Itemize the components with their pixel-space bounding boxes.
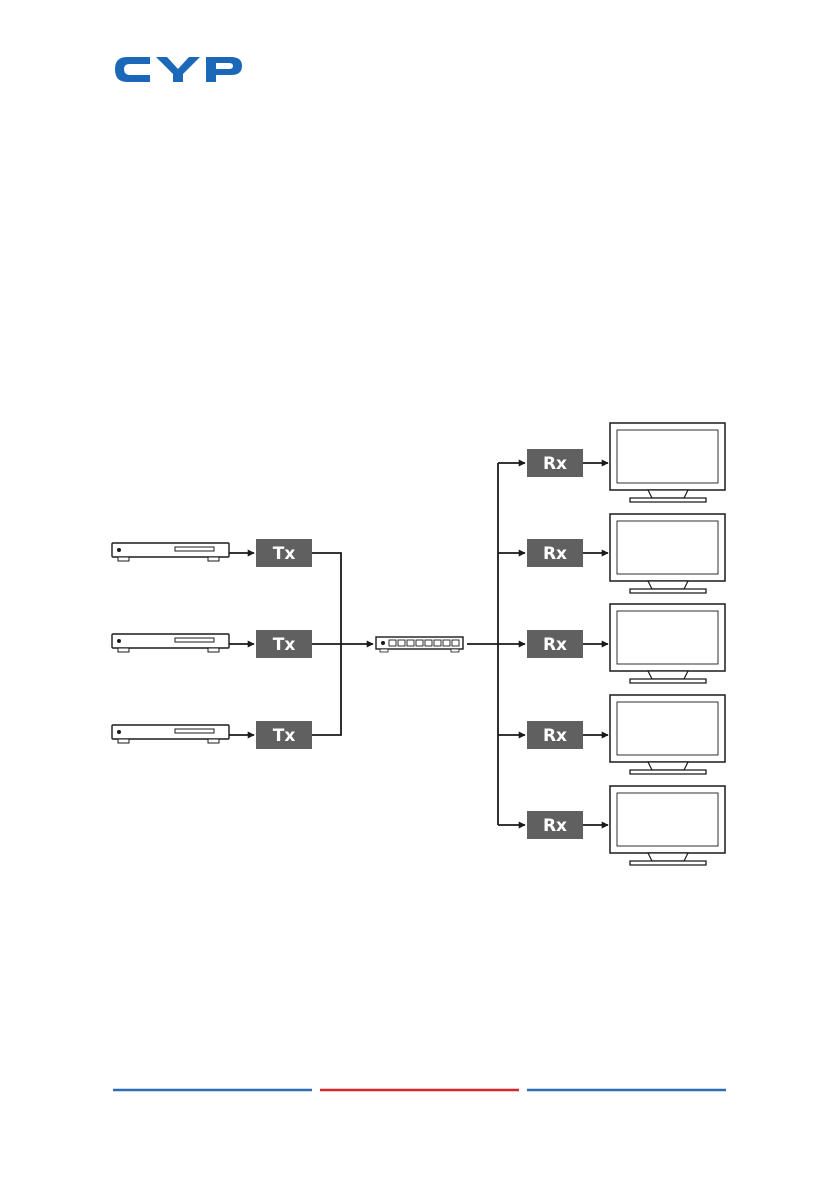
receiver-5-label: Rx [543,816,567,836]
display-5 [610,786,725,865]
tx-bus-line [312,553,341,735]
transmitter-1: Tx [256,539,312,567]
transmitter-2: Tx [256,630,312,658]
transmitter-3-label: Tx [273,726,296,746]
receiver-4: Rx [527,721,583,749]
receiver-5: Rx [527,811,583,839]
receiver-1: Rx [527,449,583,477]
receiver-2-label: Rx [543,544,567,564]
receiver-4-label: Rx [543,726,567,746]
receiver-2: Rx [527,539,583,567]
source-device-1 [112,543,229,561]
display-1 [610,423,725,502]
source-device-2 [112,634,229,652]
receiver-1-label: Rx [543,454,567,474]
display-2 [610,514,725,593]
receiver-3-label: Rx [543,635,567,655]
receiver-3: Rx [527,630,583,658]
transmitter-2-label: Tx [273,635,296,655]
network-switch [376,637,463,652]
display-4 [610,695,725,774]
transmitter-1-label: Tx [273,544,296,564]
rx-bus-line [467,463,498,825]
cyp-logo [115,57,242,82]
source-device-3 [112,725,229,743]
transmitter-3: Tx [256,721,312,749]
display-3 [610,604,725,683]
